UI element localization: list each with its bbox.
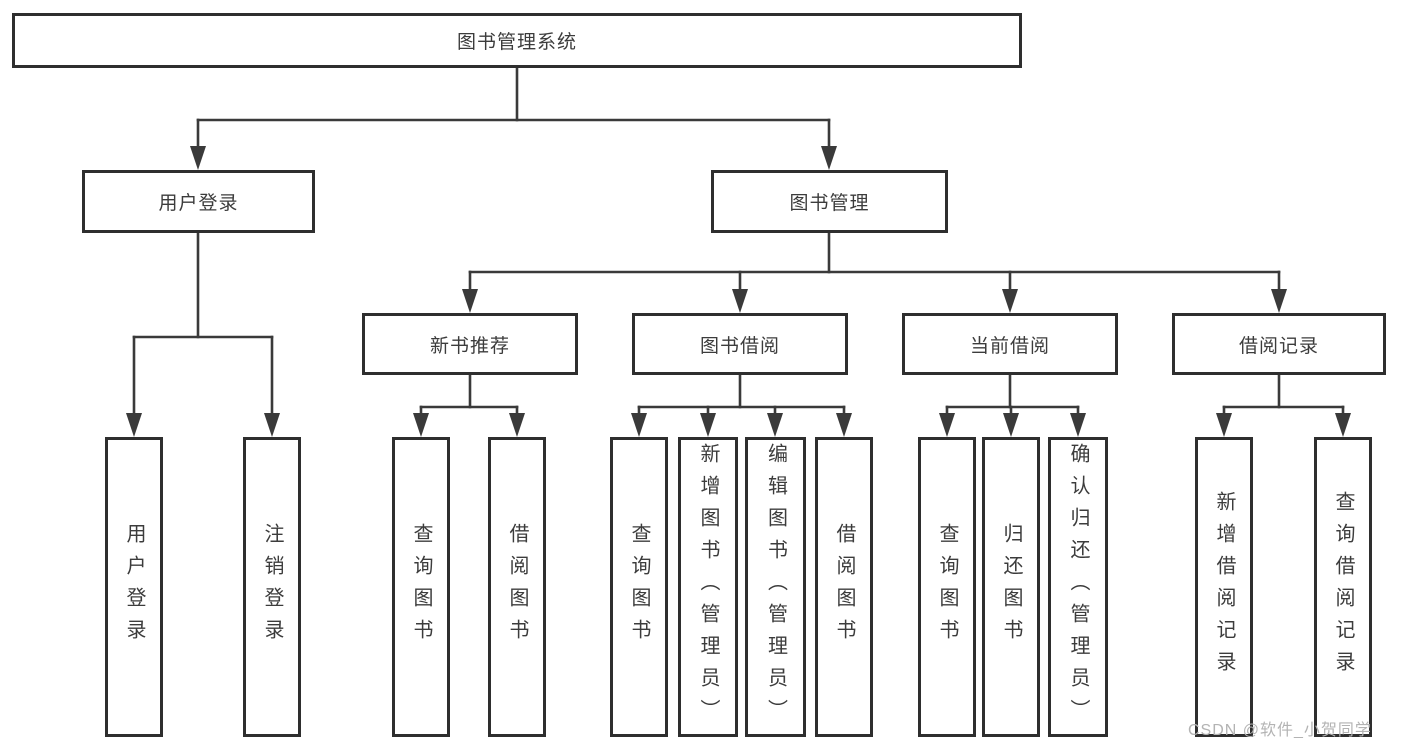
leaf-label: 用户登录 [123, 523, 145, 651]
node-book-borrowing: 图书借阅 [632, 313, 848, 375]
leaf-borrow-books: 借阅图书 [815, 437, 873, 737]
node-label: 图书借阅 [699, 335, 780, 357]
leaf-label: 确认归还（管理员） [1067, 443, 1089, 731]
leaf-label: 借阅图书 [833, 523, 855, 651]
node-label: 图书管理系统 [456, 32, 577, 53]
node-label: 借阅记录 [1238, 335, 1319, 357]
leaf-label: 查询图书 [410, 523, 432, 651]
node-library-management-system: 图书管理系统 [12, 13, 1022, 68]
leaf-label: 新增图书（管理员） [697, 443, 719, 731]
node-label: 图书管理 [789, 193, 870, 214]
leaf-add-books-admin: 新增图书（管理员） [678, 437, 738, 737]
csdn-watermark: CSDN @软件_小贺同学 [1188, 722, 1372, 739]
leaf-label: 编辑图书（管理员） [764, 443, 787, 731]
leaf-label: 注销登录 [261, 523, 283, 651]
node-user-login-branch: 用户登录 [82, 170, 315, 233]
node-label: 用户登录 [158, 193, 239, 214]
leaf-logout-login: 注销登录 [243, 437, 301, 737]
leaf-borrow-books-recommend: 借阅图书 [488, 437, 546, 737]
leaf-edit-books-admin: 编辑图书（管理员） [745, 437, 806, 737]
leaf-confirm-return-admin: 确认归还（管理员） [1048, 437, 1108, 737]
node-borrowing-records: 借阅记录 [1172, 313, 1386, 375]
node-label: 新书推荐 [429, 335, 510, 357]
leaf-query-books-borrowing: 查询图书 [610, 437, 668, 737]
node-new-book-recommend: 新书推荐 [362, 313, 578, 375]
leaf-label: 查询图书 [936, 523, 958, 651]
arrowheads [126, 146, 1351, 437]
leaf-return-books: 归还图书 [982, 437, 1040, 737]
leaf-add-borrow-record: 新增借阅记录 [1195, 437, 1253, 737]
node-book-management-branch: 图书管理 [711, 170, 948, 233]
leaf-query-books-recommend: 查询图书 [392, 437, 450, 737]
node-label: 当前借阅 [969, 335, 1050, 357]
node-current-borrowing: 当前借阅 [902, 313, 1118, 375]
leaf-label: 查询借阅记录 [1332, 491, 1354, 683]
leaf-user-login: 用户登录 [105, 437, 163, 737]
leaf-query-books-current: 查询图书 [918, 437, 976, 737]
leaf-label: 归还图书 [1000, 523, 1022, 651]
leaf-label: 借阅图书 [506, 523, 528, 651]
leaf-label: 查询图书 [628, 523, 650, 651]
leaf-query-borrow-record: 查询借阅记录 [1314, 437, 1372, 737]
leaf-label: 新增借阅记录 [1213, 491, 1235, 683]
